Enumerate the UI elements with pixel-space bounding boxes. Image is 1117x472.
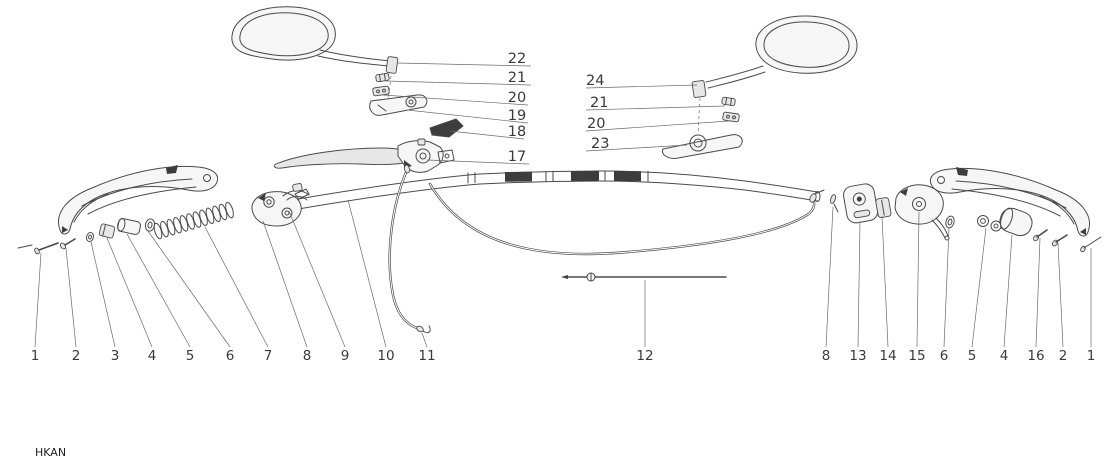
callout-left-18: 18 bbox=[508, 124, 526, 140]
handlebar bbox=[283, 170, 821, 212]
right-mirror bbox=[691, 15, 858, 134]
right-handguard-notch bbox=[956, 167, 968, 176]
callout-bottom-1: 1 bbox=[31, 348, 40, 364]
callout-bottom-right-8: 8 bbox=[822, 348, 831, 364]
left-washer-3 bbox=[86, 231, 94, 243]
callout-bottom-8: 8 bbox=[303, 348, 312, 364]
callout-bottom-2: 2 bbox=[72, 348, 81, 364]
right-mirror-stem bbox=[705, 65, 764, 83]
left-screw-2 bbox=[59, 238, 76, 250]
clutch-lever-assembly bbox=[273, 138, 455, 173]
callout-left-17: 17 bbox=[508, 149, 526, 165]
callout-bottom-5: 5 bbox=[186, 348, 195, 364]
right-mirror-alignment-line bbox=[697, 97, 701, 134]
left-mirror-adapter bbox=[372, 85, 390, 97]
bar-end-weight-4 bbox=[999, 207, 1033, 237]
left-handguard-notch bbox=[166, 165, 178, 174]
callout-bottom-right-14: 14 bbox=[879, 348, 896, 364]
callout-bottom-3: 3 bbox=[111, 348, 120, 364]
callout-right-23: 23 bbox=[591, 136, 609, 152]
handlebar-knurl-band bbox=[505, 171, 532, 182]
callout-bottom-right-5: 5 bbox=[968, 348, 977, 364]
clutch-cable bbox=[388, 164, 431, 334]
right-mirror-locknut bbox=[721, 96, 736, 106]
left-nut-4 bbox=[98, 223, 116, 239]
cable-end-fitting bbox=[416, 325, 424, 333]
callout-bottom-11: 11 bbox=[418, 348, 435, 364]
left-clamp-half-9 bbox=[282, 183, 310, 201]
callouts-bottom-right: 8 13 14 15 6 5 4 16 2 1 bbox=[822, 348, 1096, 364]
callout-bottom-right-6: 6 bbox=[940, 348, 949, 364]
callout-right-24: 24 bbox=[586, 73, 604, 89]
leader-lines-bottom bbox=[34, 199, 1092, 348]
switch-housing-13 bbox=[843, 183, 879, 224]
grip-spring-7 bbox=[153, 201, 234, 240]
left-mirror-bracket bbox=[369, 94, 428, 116]
callout-bottom-right-16: 16 bbox=[1027, 348, 1044, 364]
callout-bottom-right-13: 13 bbox=[849, 348, 866, 364]
callout-left-20: 20 bbox=[508, 90, 526, 106]
handlebar-knurl-band bbox=[614, 171, 641, 182]
callout-bottom-right-2: 2 bbox=[1059, 348, 1068, 364]
left-spacer-5 bbox=[117, 217, 141, 235]
right-mirror-bracket bbox=[661, 134, 743, 159]
leader-lines-top-left bbox=[382, 62, 532, 165]
callouts-top-left: 22 21 20 19 18 17 bbox=[508, 51, 526, 165]
callout-bottom-right-4: 4 bbox=[1000, 348, 1009, 364]
right-bushing-6 bbox=[945, 215, 955, 229]
callout-bottom-10: 10 bbox=[377, 348, 394, 364]
throttle-cable bbox=[428, 182, 825, 256]
left-mirror bbox=[231, 6, 399, 119]
leader-lines-top-right bbox=[585, 84, 730, 152]
left-mirror-locknut bbox=[375, 73, 390, 83]
brake-master-15 bbox=[894, 184, 950, 241]
switch-bracket-14 bbox=[875, 197, 892, 219]
callout-bottom-4: 4 bbox=[148, 348, 157, 364]
left-mirror-alignment-line bbox=[385, 75, 392, 119]
long-screw-12 bbox=[561, 272, 727, 282]
right-screw-1 bbox=[1080, 236, 1102, 253]
callout-right-20: 20 bbox=[587, 116, 605, 132]
callout-left-19: 19 bbox=[508, 108, 526, 124]
right-washers-5 bbox=[977, 215, 1002, 232]
callout-right-21: 21 bbox=[590, 95, 608, 111]
callout-left-22: 22 bbox=[508, 51, 526, 67]
callouts-top-right: 24 21 20 23 bbox=[586, 73, 609, 152]
right-mirror-adapter bbox=[722, 111, 740, 123]
left-clamp-assembly-8 bbox=[251, 188, 310, 227]
handlebar-knurl-band bbox=[571, 171, 599, 182]
right-screw-2 bbox=[1051, 234, 1068, 247]
left-screw-1 bbox=[17, 242, 59, 255]
left-mirror-stem bbox=[319, 49, 391, 62]
callout-bottom-7: 7 bbox=[264, 348, 273, 364]
callout-bottom-6: 6 bbox=[226, 348, 235, 364]
footer-code: HKAN bbox=[35, 446, 66, 459]
callout-bottom-12: 12 bbox=[636, 348, 653, 364]
callout-bottom-9: 9 bbox=[341, 348, 350, 364]
right-pin-8 bbox=[830, 194, 839, 213]
right-screw-16 bbox=[1033, 229, 1048, 242]
left-mirror-wedge bbox=[429, 118, 464, 138]
callouts-bottom-center: 12 bbox=[636, 348, 653, 364]
callout-bottom-right-15: 15 bbox=[908, 348, 925, 364]
callout-bottom-right-1: 1 bbox=[1087, 348, 1096, 364]
left-handguard bbox=[58, 165, 219, 235]
callout-left-21: 21 bbox=[508, 70, 526, 86]
callouts-bottom-left: 1 2 3 4 5 6 7 8 9 10 11 bbox=[31, 348, 436, 364]
